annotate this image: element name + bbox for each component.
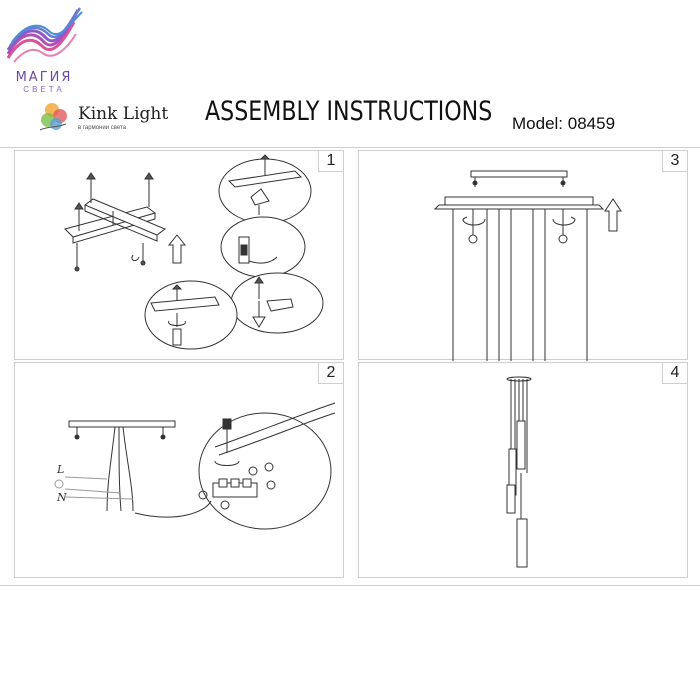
neutral-wire-label: N bbox=[57, 491, 67, 504]
finished-pendant-diagram bbox=[506, 376, 532, 568]
step-3-panel: 3 bbox=[358, 150, 688, 361]
brand-sub: СВЕТА bbox=[23, 85, 65, 94]
model-number: Model: 08459 bbox=[512, 114, 616, 133]
step-number: 1 bbox=[318, 151, 343, 172]
kink-name: Kink Light bbox=[78, 104, 169, 124]
kink-flower-icon bbox=[39, 103, 67, 131]
kink-light-logo: Kink Light в гармонии света bbox=[36, 100, 176, 140]
magia-wave-logo-icon bbox=[6, 7, 83, 63]
step-number: 3 bbox=[662, 151, 687, 172]
step-2-panel: 2 L N bbox=[14, 362, 344, 578]
wiring-diagram bbox=[54, 402, 336, 530]
page-title: ASSEMBLY INSTRUCTIONS bbox=[205, 96, 493, 127]
mounting-bracket-diagram bbox=[64, 154, 324, 350]
step-4-panel: 4 bbox=[358, 362, 688, 578]
step-1-panel: 1 bbox=[14, 150, 344, 360]
instructions-frame bbox=[0, 147, 700, 586]
brand-word: МАГИЯ bbox=[15, 70, 73, 85]
canopy-mount-diagram bbox=[433, 170, 622, 361]
step-number: 4 bbox=[662, 363, 687, 384]
magia-sveta-logo: МАГИЯ СВЕТА bbox=[4, 4, 84, 94]
step-number: 2 bbox=[318, 363, 343, 384]
kink-tagline: в гармонии света bbox=[78, 125, 127, 131]
live-wire-label: L bbox=[57, 463, 65, 476]
